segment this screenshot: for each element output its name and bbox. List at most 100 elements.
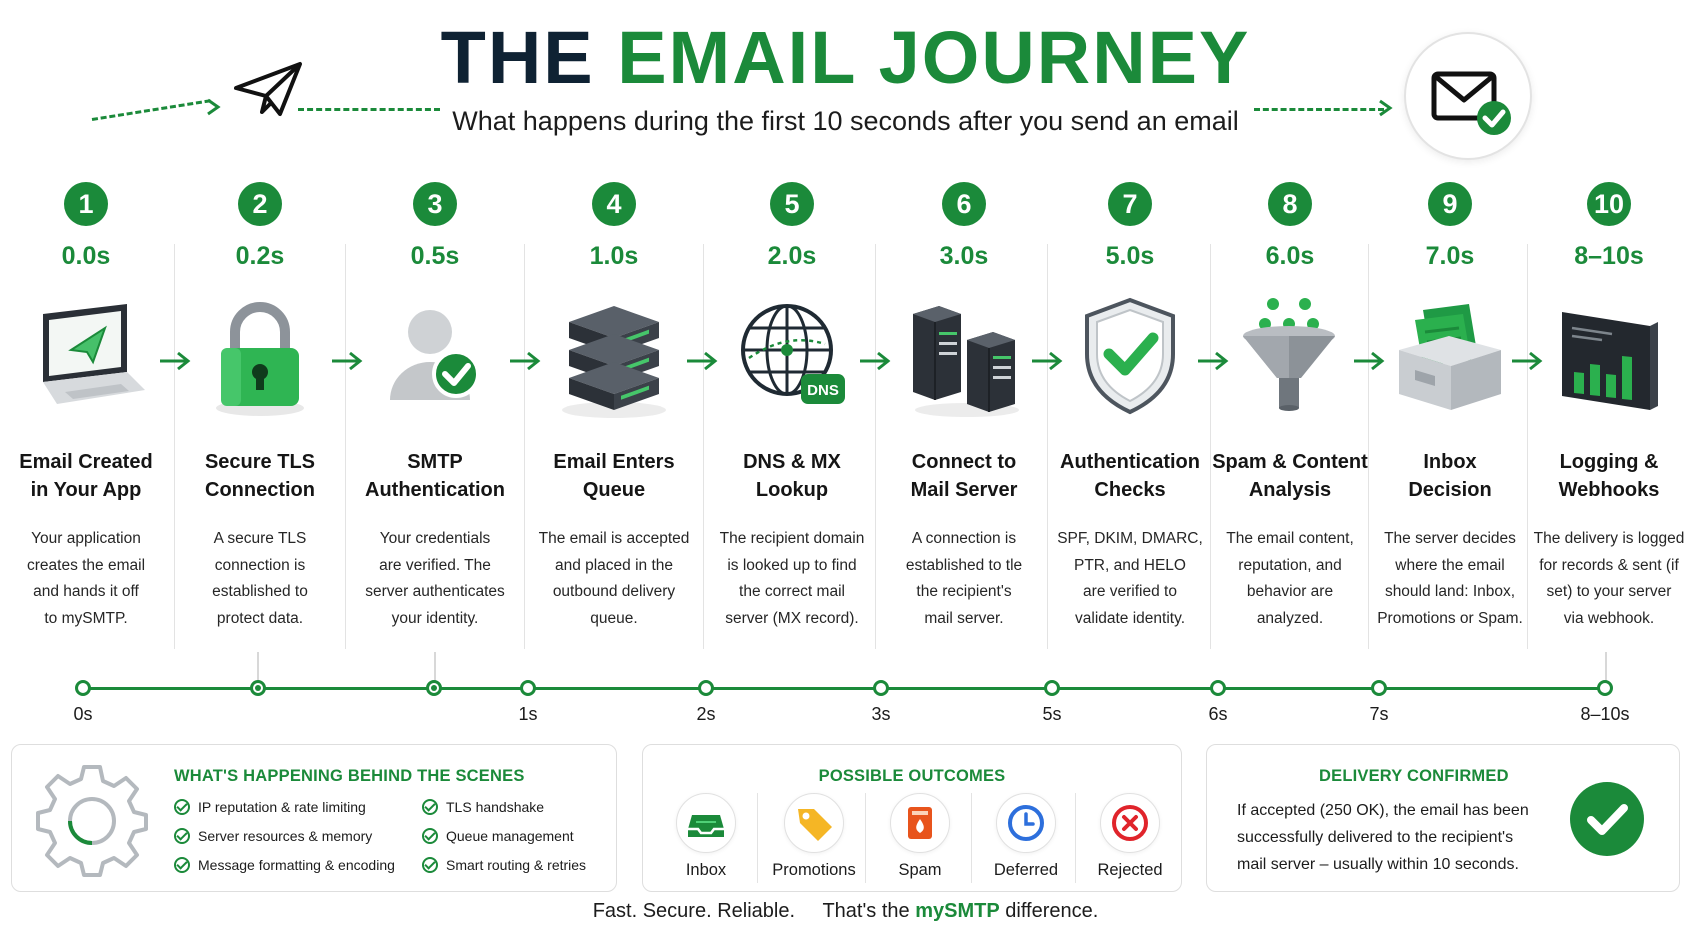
step-desc-line: Promotions or Spam. — [1377, 609, 1523, 627]
step-title-line: Authentication — [365, 479, 505, 501]
delivery-panel: DELIVERY CONFIRMED If accepted (250 OK),… — [1206, 744, 1680, 892]
timeline-tick — [250, 680, 266, 696]
envelope-check-icon — [1431, 71, 1511, 135]
step-desc-line: are verified to — [1083, 583, 1177, 600]
step-title: Email Enters Queue — [532, 448, 696, 504]
step-title: DNS & MX Lookup — [711, 448, 873, 504]
step-desc-line: the correct mail — [739, 583, 845, 600]
step-desc-line: established to — [212, 583, 308, 600]
timeline-label: 7s — [1369, 704, 1389, 724]
gear-icon — [36, 765, 148, 877]
timeline-stem — [434, 652, 436, 682]
verified-user-icon — [390, 310, 480, 400]
step-number: 2 — [238, 182, 282, 226]
step-desc-line: and placed in the — [554, 556, 674, 574]
step-description: The delivery is logged for records & sen… — [1529, 526, 1689, 632]
behind-scenes-item: Smart routing & retries — [422, 857, 586, 873]
dashed-path-right — [1254, 108, 1384, 111]
timeline-label: 0s — [73, 704, 93, 724]
step-time: 0.0s — [61, 242, 111, 270]
footer-brand: mySMTP — [915, 900, 1000, 922]
step-desc-line: should land: Inbox, — [1384, 583, 1516, 600]
step-desc-line: outbound delivery — [552, 583, 676, 600]
step-title: Authentication Checks — [1052, 448, 1208, 504]
outcomes-panel: POSSIBLE OUTCOMES Inbox Promotions — [642, 744, 1182, 892]
step-divider — [1047, 244, 1048, 649]
check-icon — [422, 857, 438, 873]
step-title-line: Webhooks — [1558, 479, 1660, 501]
step-desc-line: to mySMTP. — [44, 609, 128, 627]
timeline-label: 6s — [1208, 704, 1228, 724]
step-title: Spam & Content Analysis — [1212, 448, 1368, 504]
delivery-text-line: successfully delivered to the recipient'… — [1237, 829, 1514, 846]
step-time: 1.0s — [589, 242, 639, 270]
outcome-divider — [1075, 793, 1076, 883]
step-number: 7 — [1108, 182, 1152, 226]
outcome-ring — [676, 793, 736, 853]
step-title: Logging & Webhooks — [1529, 448, 1689, 504]
behind-scenes-panel: WHAT'S HAPPENING BEHIND THE SCENES IP re… — [11, 744, 617, 892]
timeline-stem — [257, 652, 259, 682]
timeline-line — [83, 687, 1607, 690]
arrow-right-icon — [687, 351, 718, 371]
step-desc-line: creates the email — [26, 556, 146, 574]
page-subtitle: What happens during the first 10 seconds… — [452, 106, 1239, 136]
footer-part-2: That's the — [822, 900, 910, 922]
step-title-line: in Your App — [30, 479, 142, 501]
bullet-text: Server resources & memory — [198, 828, 373, 844]
arrow-right-icon — [332, 351, 363, 371]
outcome-divider — [865, 793, 866, 883]
step-number: 6 — [942, 182, 986, 226]
step-desc-line: The email content, — [1226, 530, 1354, 547]
step-divider — [1527, 244, 1528, 649]
check-circle-icon — [1570, 782, 1644, 856]
step-title-line: Analysis — [1248, 479, 1332, 501]
step-desc-line: for records & sent (if — [1539, 556, 1679, 574]
step-title-line: Connect to — [911, 451, 1017, 473]
step-desc-line: server (MX record). — [725, 609, 859, 627]
bullet-text: Queue management — [446, 828, 574, 844]
outcome-label: Rejected — [1097, 861, 1163, 879]
outcome-ring — [996, 793, 1056, 853]
outcome-inbox: Inbox — [655, 793, 757, 880]
check-icon — [174, 799, 190, 815]
step-desc-line: server authenticates — [365, 583, 505, 600]
delivery-text-line: If accepted (250 OK), the email has been — [1237, 802, 1529, 819]
outcome-divider — [757, 793, 758, 883]
step-description: SPF, DKIM, DMARC, PTR, and HELO are veri… — [1052, 526, 1208, 632]
step-desc-line: established to tle — [905, 556, 1023, 574]
timeline-tick — [698, 680, 714, 696]
check-icon — [174, 828, 190, 844]
outcome-label: Deferred — [993, 861, 1059, 879]
footer-part-3: difference. — [1005, 900, 1099, 922]
step-desc-line: analyzed. — [1256, 609, 1324, 627]
title-part-1: THE — [440, 16, 595, 99]
spam-icon — [908, 807, 932, 839]
step-desc-line: connection is — [214, 556, 306, 574]
check-icon — [422, 828, 438, 844]
delivery-text-line: mail server – usually within 10 seconds. — [1237, 856, 1519, 873]
timeline-tick — [426, 680, 442, 696]
behind-scenes-item: IP reputation & rate limiting — [174, 799, 366, 815]
shield-check-icon — [1085, 297, 1175, 415]
step-number: 8 — [1268, 182, 1312, 226]
step-desc-line: A connection is — [911, 530, 1017, 547]
step-desc-line: The delivery is logged — [1533, 530, 1685, 547]
step-title: Email Created in Your App — [6, 448, 166, 504]
step-description: Your application creates the email and h… — [6, 526, 166, 632]
step-desc-line: are verified. The — [379, 556, 491, 574]
outcome-promotions: Promotions — [763, 793, 865, 880]
step-time: 6.0s — [1265, 242, 1315, 270]
step-title-line: Spam & Content — [1212, 451, 1368, 473]
delivery-title: DELIVERY CONFIRMED — [1319, 767, 1509, 785]
arrow-right-icon — [1032, 351, 1063, 371]
timeline-tick — [1044, 680, 1060, 696]
step-desc-line: mail server. — [924, 609, 1004, 627]
footer-tagline: Fast. Secure. Reliable. That's the mySMT… — [0, 900, 1691, 923]
step-desc-line: protect data. — [216, 609, 304, 627]
step-number: 3 — [413, 182, 457, 226]
timeline-label: 8–10s — [1580, 704, 1630, 724]
step-divider — [174, 244, 175, 649]
x-circle-icon — [1112, 805, 1148, 841]
step-description: A connection is established to tle the r… — [882, 526, 1046, 632]
